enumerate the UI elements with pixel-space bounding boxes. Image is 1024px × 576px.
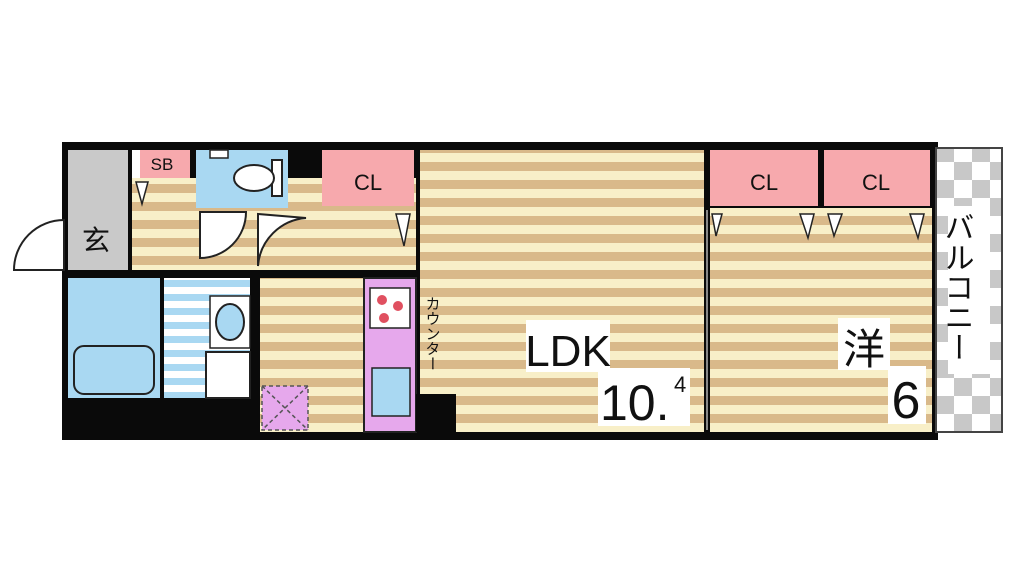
stove (369, 287, 411, 329)
closet-ldk-label: CL (354, 170, 382, 195)
wash-basin (215, 303, 245, 341)
counter-label: カウンター (424, 296, 441, 371)
shoe-box-label: SB (151, 155, 174, 174)
closet-room-1 (710, 150, 818, 206)
closet-room-1-label: CL (750, 170, 778, 195)
ldk-label: LDK (525, 327, 611, 376)
ldk-size-decimal: 4 (674, 372, 686, 397)
closet-ldk (322, 150, 414, 206)
balcony-label: バルコニー (940, 212, 973, 362)
toilet-bowl (233, 164, 275, 192)
entrance-floor (68, 150, 128, 270)
closet-room-2-label: CL (862, 170, 890, 195)
ldk-size-label: 10. (600, 375, 670, 431)
sink (371, 367, 411, 417)
western-room-label: 洋 (843, 326, 885, 373)
bathtub (73, 345, 155, 395)
entrance-door-swing (12, 218, 65, 271)
western-room-size: 6 (892, 372, 921, 430)
entrance-label: 玄 (82, 225, 110, 256)
closet-room-2 (824, 150, 930, 206)
shoe-box (132, 150, 190, 178)
